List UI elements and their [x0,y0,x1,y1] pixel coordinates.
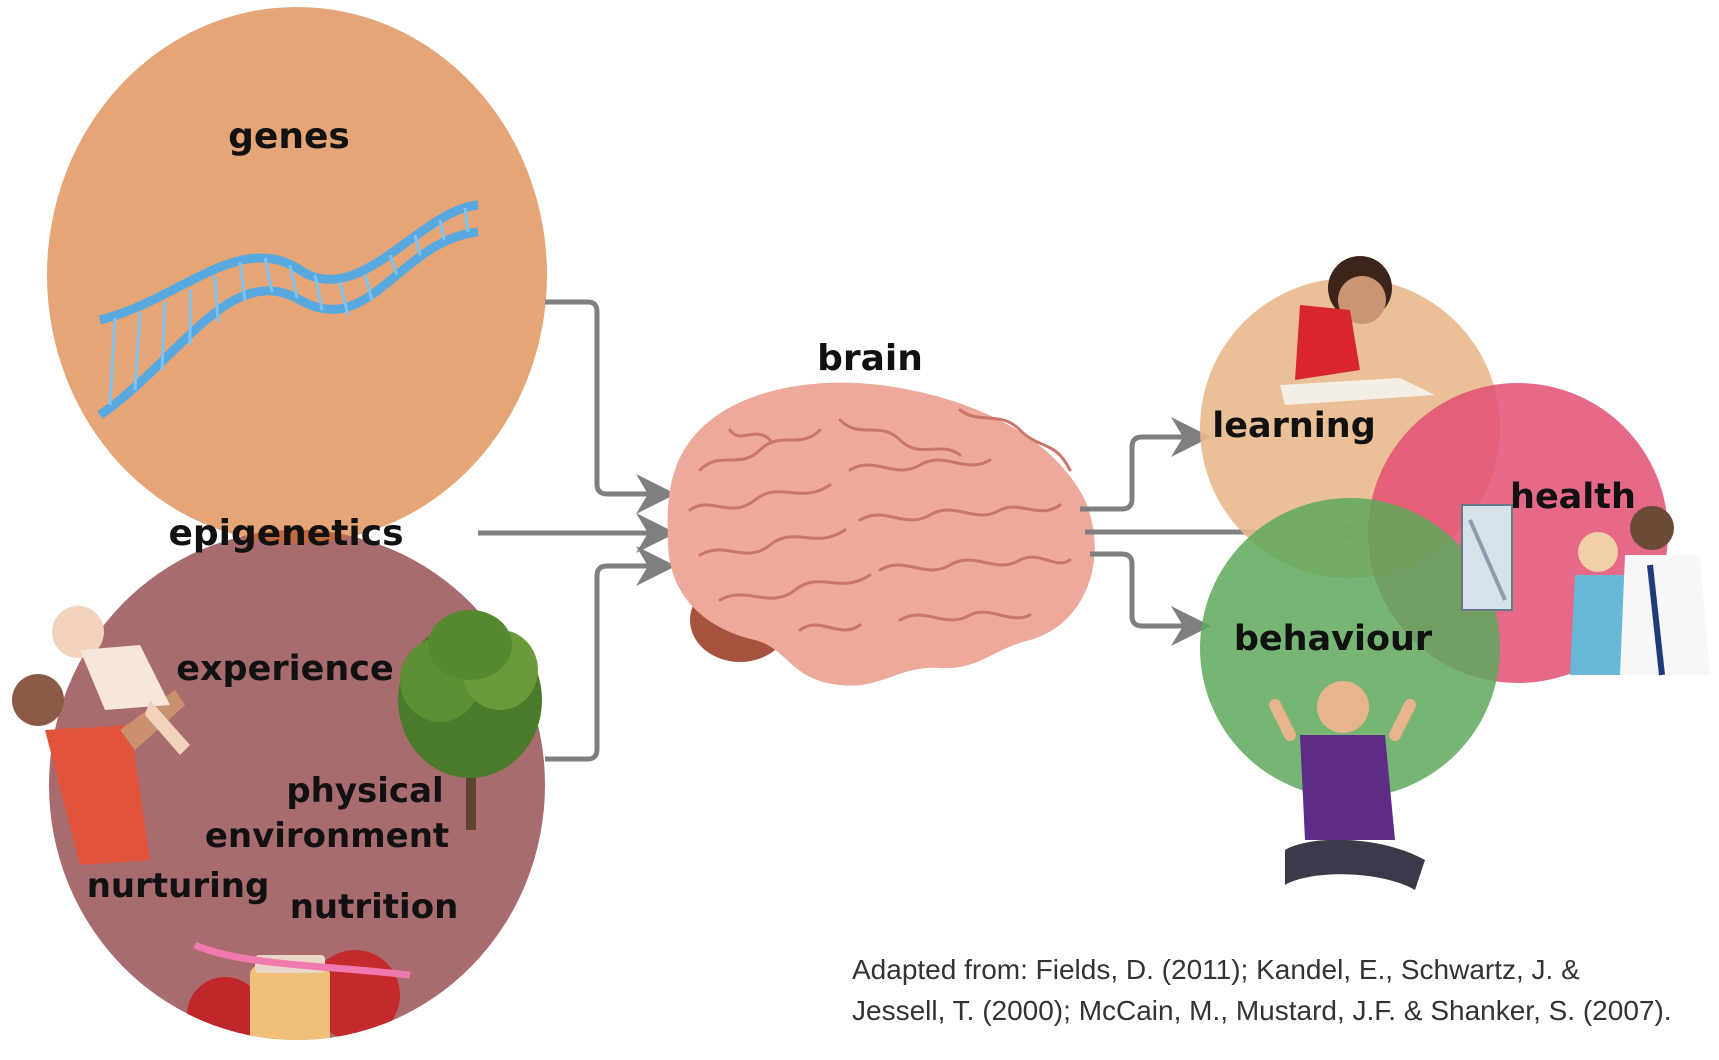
arrows-to-brain [478,299,676,762]
physical-label-line2: environment [205,816,449,856]
brain-label: brain [817,338,923,379]
learning-label: learning [1212,406,1376,446]
behaviour-circle [1200,498,1500,798]
girl-reading-photo [1280,256,1435,405]
citation-line1: Adapted from: Fields, D. (2011); Kandel,… [852,954,1580,985]
dna-helix-icon [97,200,479,419]
genes-label: genes [228,116,350,157]
doctors-xray-photo [1461,504,1710,676]
tree-photo [398,610,542,830]
boy-sitting-photo [1269,681,1425,890]
father-baby-photo [12,606,190,865]
genes-circle [47,7,547,543]
citation-line2: Jessell, T. (2000); McCain, M., Mustard,… [852,995,1672,1026]
epigenetics-label: epigenetics [168,513,403,554]
health-label: health [1510,477,1636,517]
physical-label-line1: physical [286,771,443,811]
nutrition-label: nutrition [290,887,459,927]
nurturing-label: nurturing [87,866,270,906]
brain-icon [667,382,1095,686]
experience-label: experience [176,649,394,689]
behaviour-label: behaviour [1234,619,1433,659]
baby-food-apples-photo [187,941,411,1040]
